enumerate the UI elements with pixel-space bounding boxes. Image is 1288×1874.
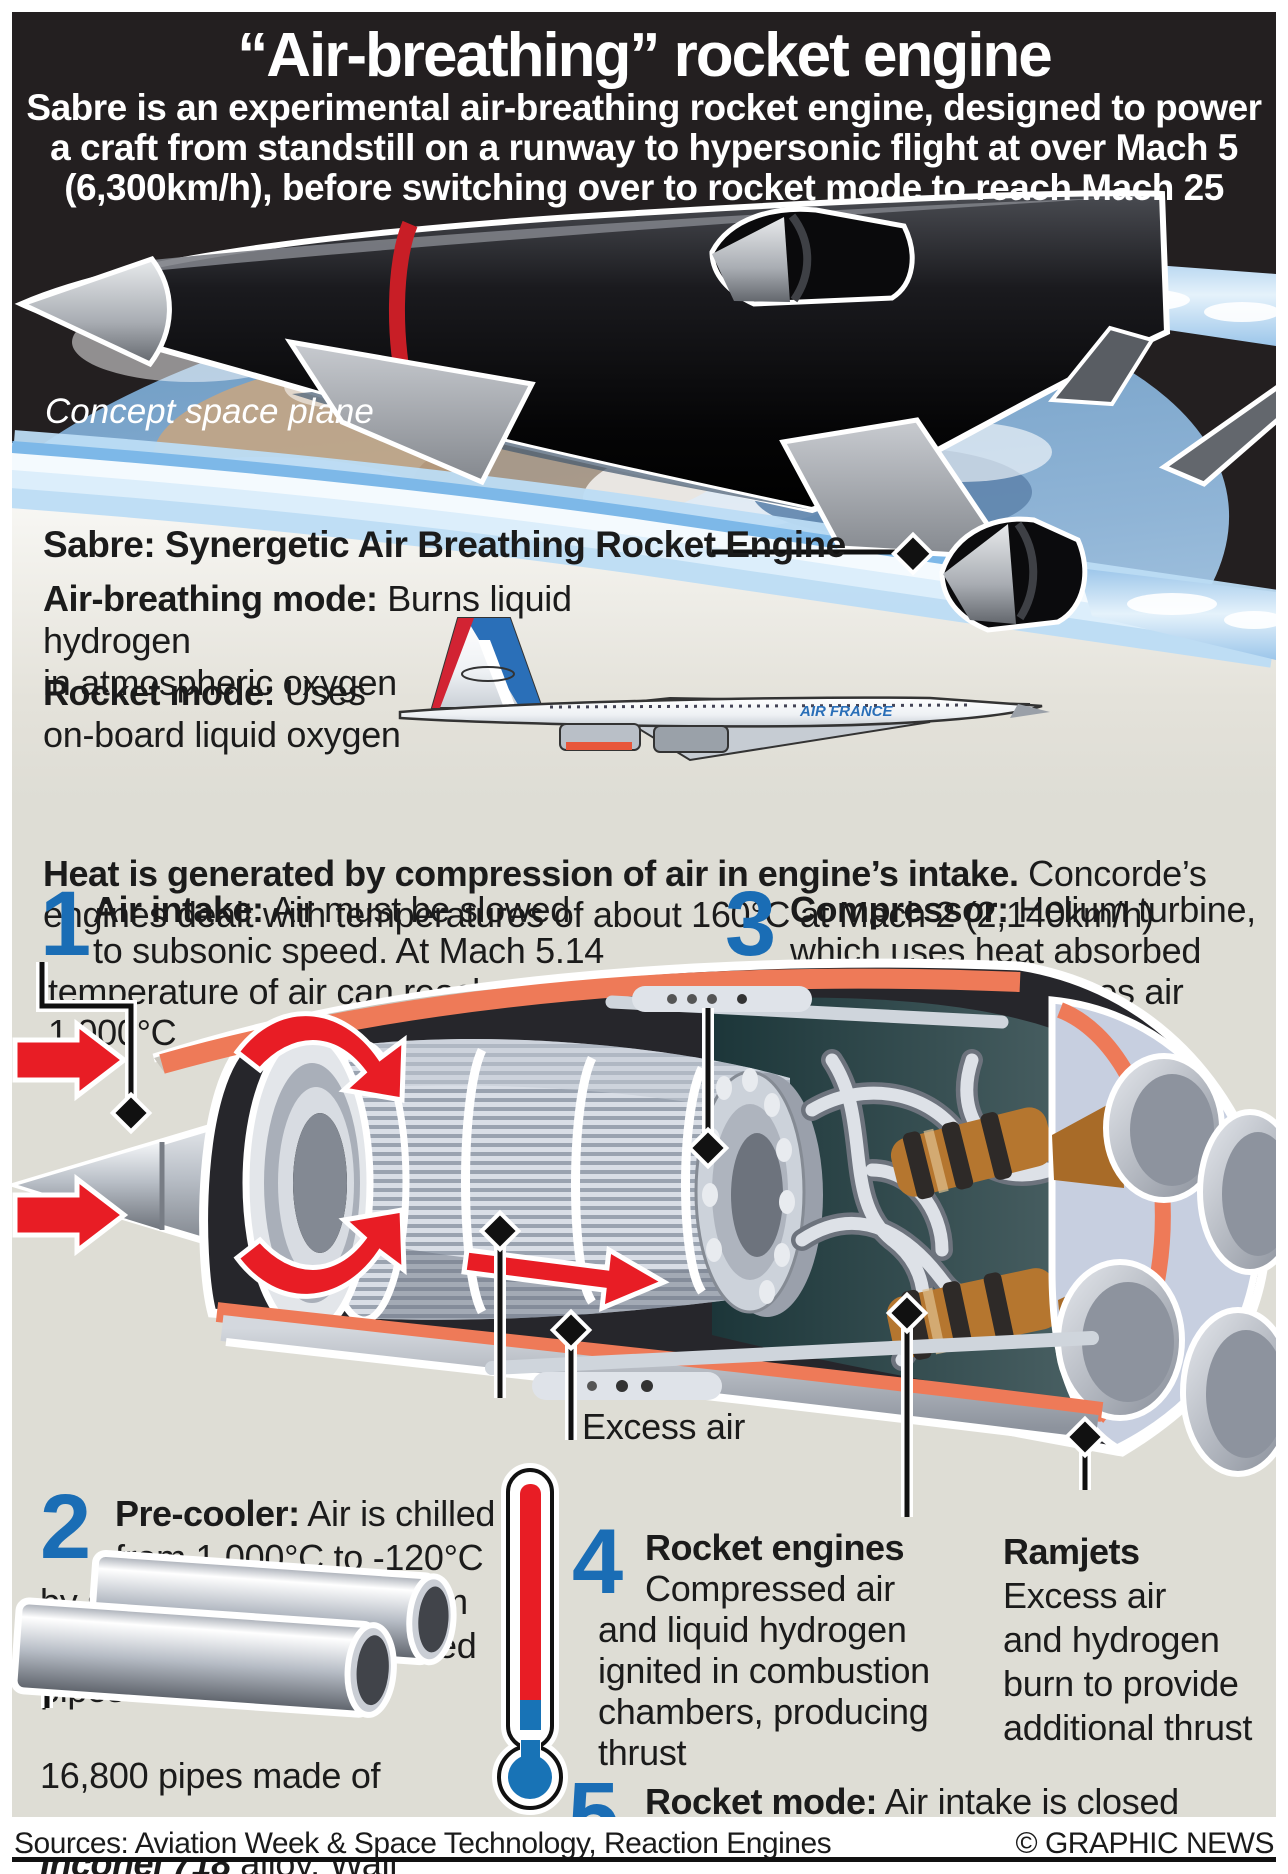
thermometer (492, 1463, 568, 1815)
inconel-pipes-art (12, 1549, 457, 1718)
air-breathing-mode-text: Air-breathing mode: Burns liquid hydroge… (43, 578, 572, 703)
footer-rule (12, 1857, 1276, 1862)
space-plane-art (12, 12, 1276, 668)
support-spars (485, 986, 1099, 1400)
excess-air-label: Excess air (582, 1406, 746, 1447)
engine-nacelle (12, 958, 1276, 1477)
space-plane-caption: Concept space plane (45, 392, 374, 431)
callout-lines (25, 962, 1107, 1708)
airflow-arrows (12, 1011, 670, 1312)
page-title: “Air-breathing” rocket engine (237, 21, 1053, 90)
contrail-lower (1078, 568, 1276, 660)
footer: Sources: Aviation Week & Space Technolog… (12, 1817, 1276, 1862)
far-winglet (1158, 385, 1276, 487)
svg-text:AIR FRANCE: AIR FRANCE (799, 703, 893, 720)
sabre-title: Sabre: Synergetic Air Breathing Rocket E… (43, 524, 846, 565)
rocket-nozzles (1048, 996, 1276, 1477)
space-plane (14, 190, 1171, 633)
sabre-pointer (712, 531, 935, 576)
compressor (694, 1068, 823, 1317)
intro-text: Sabre is an experimental air-breathing r… (26, 87, 1262, 208)
rocket-mode-text: Rocket mode: Uses on-board liquid oxygen (43, 672, 401, 755)
engine-cutaway-art (12, 958, 1276, 1815)
diamond-markers (25, 1091, 1107, 1685)
concorde-art: AIR FRANCE (398, 617, 1050, 762)
ramjets-text: Ramjets Excess air and hydrogen burn to … (1003, 1531, 1253, 1748)
sources-text: Sources: Aviation Week & Space Technolog… (14, 1827, 832, 1860)
credit-text: © GRAPHIC NEWS (1015, 1827, 1275, 1860)
heat-text: Heat is generated by compression of air … (43, 853, 1207, 935)
